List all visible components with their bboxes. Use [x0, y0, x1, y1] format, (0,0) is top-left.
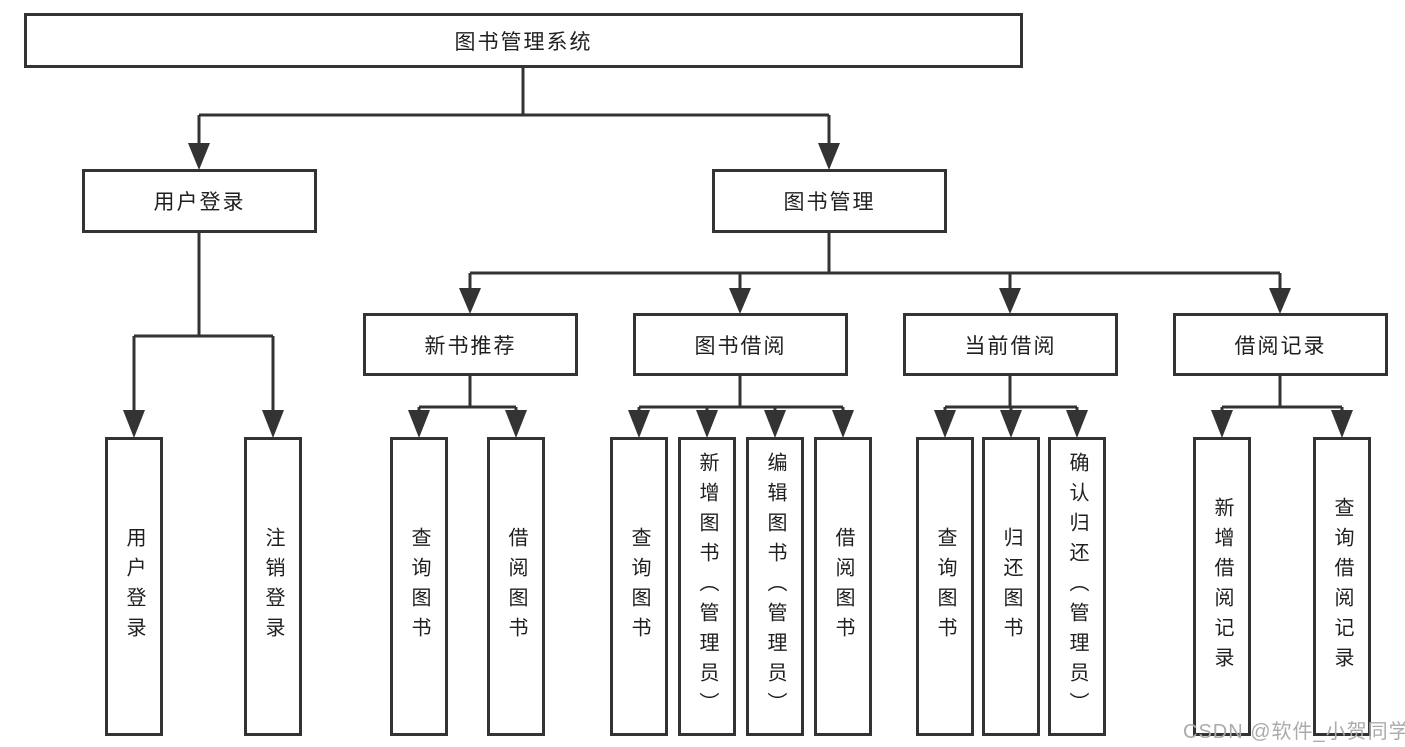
arrow-down-icon: [696, 410, 718, 438]
leaf-recommend-query-books: 查询图书: [390, 437, 448, 736]
csdn-watermark: CSDN @软件_小贺同学: [1183, 721, 1405, 743]
leaf-current-confirm-return-admin: 确认归还（管理员）: [1048, 437, 1106, 736]
node-current-borrowing: 当前借阅: [903, 313, 1118, 376]
leaf-label: 用户登录: [123, 526, 145, 647]
arrow-down-icon: [123, 410, 145, 438]
connector-borrow-to-leaves: [637, 376, 845, 414]
leaf-label: 查询图书: [934, 526, 956, 647]
leaf-current-return-books: 归还图书: [982, 437, 1040, 736]
node-label: 图书管理: [783, 191, 876, 214]
leaf-current-query-books: 查询图书: [916, 437, 974, 736]
node-label: 借阅记录: [1234, 334, 1327, 358]
arrowheads-login-leaves: [123, 410, 284, 438]
node-label: 用户登录: [153, 191, 246, 214]
arrowheads-level1: [188, 143, 840, 170]
arrowheads-current-leaves: [934, 410, 1088, 438]
leaf-label: 查询借阅记录: [1331, 496, 1353, 677]
leaf-label: 注销登录: [262, 526, 284, 647]
node-label: 新书推荐: [424, 334, 517, 358]
arrow-down-icon: [262, 410, 284, 438]
arrow-down-icon: [832, 410, 854, 438]
leaf-label: 新增借阅记录: [1211, 496, 1233, 677]
arrow-down-icon: [1066, 410, 1088, 438]
connector-current-to-leaves: [943, 376, 1079, 414]
node-book-borrowing: 图书借阅: [633, 313, 848, 376]
leaf-label: 借阅图书: [505, 526, 527, 647]
node-book-management: 图书管理: [712, 169, 947, 233]
arrow-down-icon: [459, 288, 481, 314]
node-label: 当前借阅: [964, 334, 1057, 358]
arrow-down-icon: [934, 410, 956, 438]
arrow-down-icon: [188, 143, 210, 170]
leaf-label: 归还图书: [1000, 526, 1022, 647]
leaf-logout: 注销登录: [244, 437, 302, 736]
connector-recommend-to-leaves: [417, 376, 518, 414]
leaf-label: 查询图书: [628, 526, 650, 647]
connector-records-to-leaves: [1220, 376, 1344, 414]
arrowheads-recommend-leaves: [408, 410, 527, 438]
leaf-label: 借阅图书: [832, 526, 854, 647]
leaf-label: 确认归还（管理员）: [1066, 451, 1088, 722]
arrow-down-icon: [818, 143, 840, 170]
arrow-down-icon: [1000, 410, 1022, 438]
leaf-borrowing-add-books-admin: 新增图书（管理员）: [678, 437, 736, 736]
arrow-down-icon: [1269, 288, 1291, 314]
leaf-borrowing-edit-books-admin: 编辑图书（管理员）: [746, 437, 804, 736]
leaf-records-add-borrow-record: 新增借阅记录: [1193, 437, 1251, 736]
arrowheads-records-leaves: [1211, 410, 1353, 438]
arrowheads-level2: [459, 288, 1291, 314]
node-label: 图书管理系统: [454, 30, 593, 54]
arrow-down-icon: [408, 410, 430, 438]
node-library-management-system: 图书管理系统: [24, 13, 1023, 68]
node-user-login: 用户登录: [82, 169, 317, 233]
connector-root-to-level1: [197, 68, 831, 146]
arrow-down-icon: [1331, 410, 1353, 438]
leaf-recommend-borrow-books: 借阅图书: [487, 437, 545, 736]
leaf-borrowing-query-books: 查询图书: [610, 437, 668, 736]
leaf-user-login: 用户登录: [105, 437, 163, 736]
arrowheads-borrow-leaves: [628, 410, 854, 438]
arrow-down-icon: [764, 410, 786, 438]
node-label: 图书借阅: [694, 334, 787, 358]
arrow-down-icon: [1211, 410, 1233, 438]
arrow-down-icon: [729, 288, 751, 314]
leaf-label: 新增图书（管理员）: [696, 451, 718, 722]
leaf-label: 编辑图书（管理员）: [764, 451, 786, 722]
node-borrowing-records: 借阅记录: [1173, 313, 1388, 376]
node-new-book-recommendation: 新书推荐: [363, 313, 578, 376]
arrow-down-icon: [999, 288, 1021, 314]
leaf-borrowing-borrow-books: 借阅图书: [814, 437, 872, 736]
arrow-down-icon: [628, 410, 650, 438]
connector-login-to-leaves: [132, 233, 275, 412]
arrow-down-icon: [505, 410, 527, 438]
connector-mgmt-to-level2: [468, 233, 1282, 290]
leaf-records-query-borrow-record: 查询借阅记录: [1313, 437, 1371, 736]
leaf-label: 查询图书: [408, 526, 430, 647]
